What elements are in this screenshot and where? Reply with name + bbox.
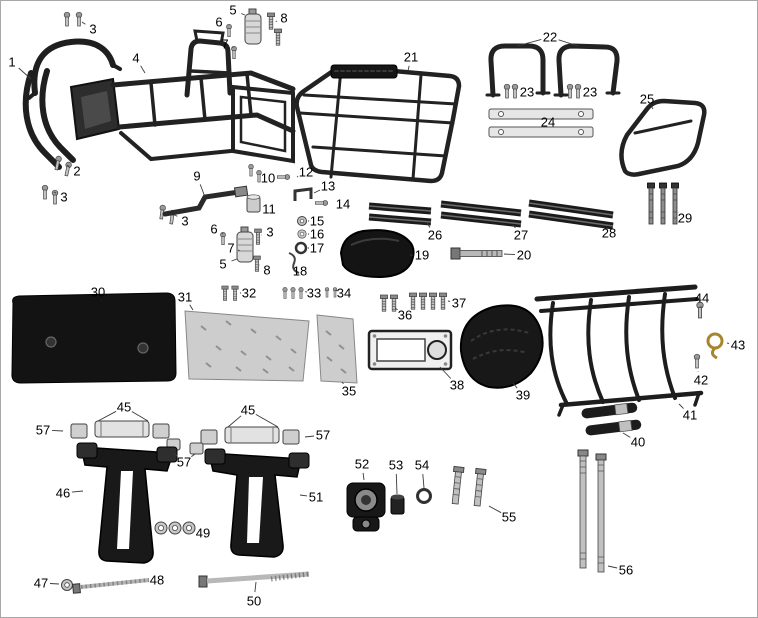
part-43-hook: [706, 332, 724, 360]
part-45-bushing-kit-left: [70, 420, 170, 439]
part-55-bolts: [451, 465, 487, 507]
part-25-rear-frame-loop: [619, 98, 707, 177]
part-29-hinge-pins: [647, 182, 679, 225]
part-5-canister-top: [244, 8, 262, 45]
part-27-rail-set: [440, 200, 522, 228]
fastener-set-6-mid: [220, 231, 226, 246]
part-39-seat-pan: [459, 304, 544, 389]
fastener-set-23-left: [503, 83, 519, 99]
part-9-linkage-lever: [162, 185, 249, 217]
fastener-set-7-top: [231, 45, 237, 60]
part-18-clip: [288, 252, 300, 274]
part-31-checker-plate: [184, 310, 310, 382]
part-53-rubber-cylinder: [390, 494, 405, 515]
part-13-bracket: [293, 187, 313, 201]
part-30-mud-flap: [11, 292, 177, 384]
part-11-spacer: [246, 194, 261, 213]
fastener-set-10: [248, 164, 262, 183]
part-16-washer: [297, 229, 307, 239]
part-54-ring: [416, 488, 432, 504]
part-20-linkage-rod: [450, 247, 503, 260]
fastener-set-34: [324, 287, 338, 298]
part-44-bolt: [696, 301, 704, 319]
part-38-bracket-plate: [367, 329, 453, 371]
fastener-set-3-left: [41, 184, 59, 205]
fastener-set-3-right: [254, 228, 262, 245]
part-45-bushing-kit-right: [200, 426, 300, 445]
part-14-bolt: [314, 200, 329, 206]
leader-lines: [18, 13, 730, 593]
fastener-set-23-right: [566, 83, 582, 99]
part-19-seat: [339, 229, 415, 279]
part-42-screw: [693, 353, 701, 369]
part-49-washers: [154, 521, 196, 535]
part-12-bolt: [276, 174, 291, 180]
part-50-axle-bolt: [198, 571, 310, 588]
fastener-set-3-top: [63, 11, 83, 27]
part-5-canister-mid: [236, 226, 254, 263]
part-28-rail-set: [528, 199, 614, 230]
part-47-nut: [61, 579, 73, 591]
fastener-set-8-top: [267, 12, 282, 46]
part-17-ring: [294, 241, 308, 255]
part-40-grip-tubes: [581, 402, 642, 436]
part-56-long-studs: [577, 449, 607, 573]
part-46-swing-arm: [76, 442, 178, 564]
part-2-grab-bar: [27, 38, 122, 100]
part-48-long-bolt: [72, 578, 150, 594]
part-26-rail-set: [368, 202, 432, 226]
part-51-swing-arm: [204, 448, 310, 558]
fastener-set-6-top: [226, 23, 232, 38]
part-21-front-rack: [294, 64, 462, 184]
fastener-set-32: [221, 285, 239, 301]
fastener-set-37: [409, 292, 447, 310]
part-4-main-frame: [69, 29, 296, 164]
fastener-set-8-mid: [253, 255, 261, 272]
part-41-rear-rack: [534, 284, 704, 417]
part-35-checker-plate-small: [316, 314, 358, 384]
fastener-set-36: [380, 294, 398, 312]
part-24-mount-plates: [488, 108, 594, 138]
part-1-bumper-tubes: [22, 68, 76, 170]
part-15-nut: [297, 216, 307, 226]
part-52-bearing-housing: [346, 482, 386, 532]
fastener-set-33: [282, 287, 304, 299]
